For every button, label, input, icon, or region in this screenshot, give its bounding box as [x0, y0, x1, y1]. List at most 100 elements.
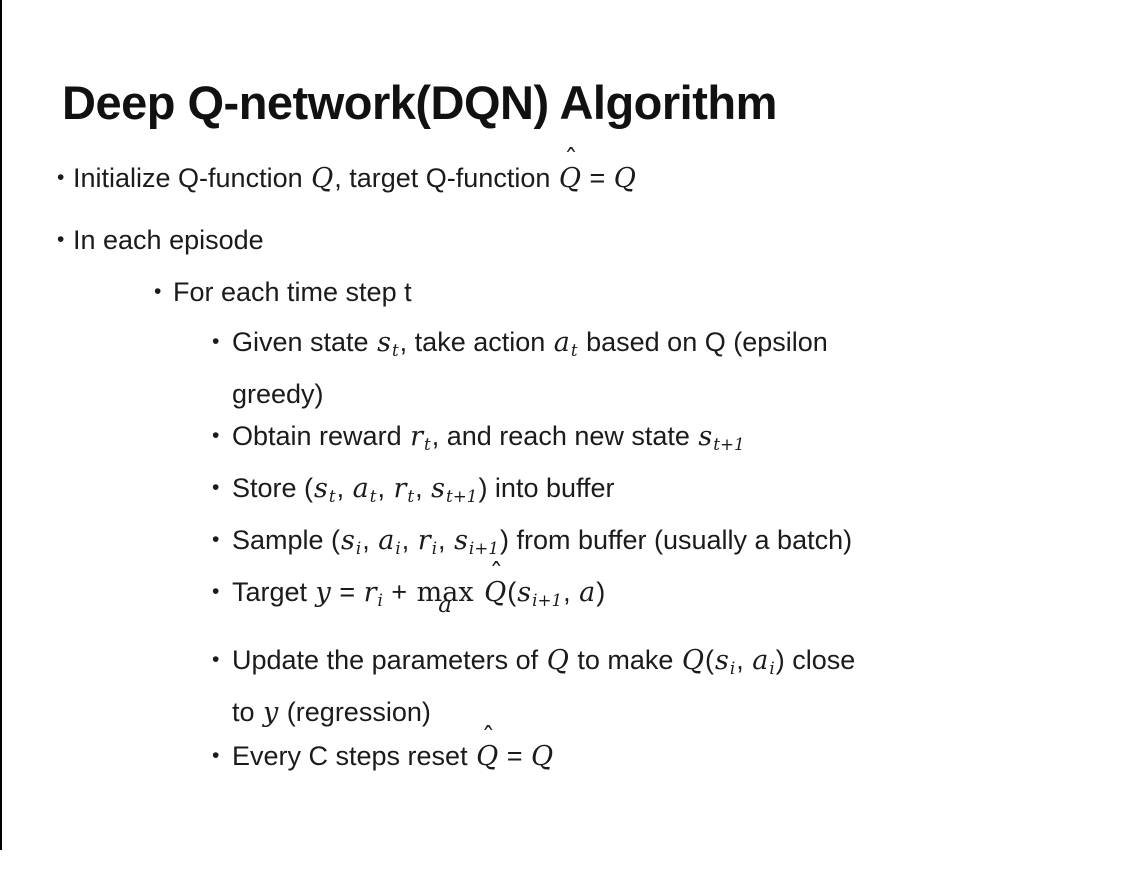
text-run: For each time step t — [173, 277, 412, 307]
math-var: a — [752, 645, 769, 676]
math-group: rt — [410, 421, 431, 454]
math-group: st — [314, 473, 336, 506]
math-group: y — [316, 577, 331, 608]
text-run: (regression) — [279, 696, 431, 727]
text-run: ( — [507, 577, 517, 607]
math-var: r — [363, 577, 377, 608]
text-run — [476, 577, 484, 607]
math-subscript: t — [570, 339, 578, 360]
math-group: ri — [363, 577, 383, 610]
math-operator: max — [416, 577, 474, 608]
math-subscript: i — [431, 537, 438, 558]
text-run: ) from buffer (usually a batch) — [499, 525, 853, 555]
text-run: , — [336, 473, 352, 503]
math-var: r — [417, 525, 431, 556]
math-group: ri — [417, 525, 438, 558]
bullet-glyph: • — [57, 166, 65, 189]
math-group: si+1 — [517, 577, 563, 610]
math-under-var: a — [438, 592, 452, 619]
bullet-glyph: • — [212, 476, 220, 499]
math-subscript: t+1 — [713, 433, 745, 454]
math-var: a — [378, 525, 395, 556]
bullet-text: Update the parameters of Q to make Q(si,… — [232, 638, 855, 735]
math-subscript: t — [391, 339, 399, 360]
math-group: ai — [752, 645, 774, 678]
bullet-item: • Sample (si, ai, ri, si+1) from buffer … — [212, 518, 852, 570]
text-run: Given state — [232, 327, 377, 357]
text-run: Sample ( — [232, 525, 341, 555]
bullet-text: Given state st, take action at based on … — [232, 320, 828, 416]
text-run: Update the parameters of — [232, 645, 546, 675]
math-var: Q — [476, 741, 499, 772]
text-run: based on Q (epsilon — [578, 327, 828, 357]
text-run: Target — [232, 577, 315, 607]
bullet-item: • Obtain reward rt, and reach new state … — [212, 414, 746, 466]
math-var: s — [698, 421, 713, 452]
math-group: Q — [614, 163, 636, 194]
math-group: si — [341, 525, 362, 558]
math-var: s — [454, 525, 468, 556]
math-var: Q — [484, 577, 507, 608]
math-var: Q — [558, 163, 581, 194]
bullet-item: • Update the parameters of Q to make Q(s… — [212, 638, 855, 735]
math-group: st+1 — [431, 473, 478, 506]
bullet-item: • Initialize Q-function Q, target Q-func… — [57, 147, 637, 201]
math-subscript: i — [355, 537, 362, 558]
math-var: Q — [311, 163, 334, 194]
math-subscript: i+1 — [532, 589, 563, 610]
math-var: r — [393, 473, 407, 504]
math-var: Q — [531, 741, 554, 772]
text-run: to make — [569, 645, 681, 675]
math-var: a — [579, 577, 596, 608]
math-group: st — [377, 327, 399, 360]
math-group: Q — [682, 645, 704, 676]
math-group: si — [715, 645, 736, 678]
text-run: , — [736, 645, 752, 675]
bullet-glyph: • — [212, 648, 220, 671]
text-run: , — [362, 525, 378, 555]
math-var: y — [263, 696, 279, 728]
text-run: , take action — [399, 327, 553, 357]
math-subscript: t+1 — [446, 485, 478, 506]
bullet-text: Initialize Q-function Q, target Q-functi… — [73, 147, 637, 201]
math-subscript: t — [369, 485, 377, 506]
math-var: a — [352, 473, 369, 504]
text-run: ) — [596, 577, 606, 607]
text-run: , — [438, 525, 454, 555]
text-run: , — [377, 473, 393, 503]
math-group: Q — [546, 645, 569, 676]
hat-accent: ˆ — [564, 144, 578, 176]
math-var: Q — [546, 645, 569, 676]
text-run: Every C steps reset — [232, 741, 476, 771]
bullet-text: Sample (si, ai, ri, si+1) from buffer (u… — [232, 518, 852, 570]
bullet-item: • Given state st, take action at based o… — [212, 320, 828, 416]
text-run: , — [563, 577, 579, 607]
text-run: greedy) — [232, 378, 324, 409]
text-run: ) close — [775, 645, 856, 675]
math-var: s — [341, 525, 355, 556]
text-run: = — [331, 577, 363, 607]
math-group: si+1 — [454, 525, 499, 558]
math-subscript: i — [729, 657, 736, 678]
bullet-glyph: • — [212, 580, 220, 603]
text-run: , target Q-function — [334, 163, 558, 193]
text-run: = — [582, 163, 613, 193]
math-group: Q — [311, 163, 334, 194]
math-group: rt — [393, 473, 415, 506]
math-subscript: i — [395, 537, 401, 558]
math-var: s — [517, 577, 532, 608]
math-var: a — [553, 327, 570, 358]
math-subscript: i+1 — [468, 537, 499, 558]
text-run: Obtain reward — [232, 421, 410, 451]
text-run: , — [401, 525, 417, 555]
text-run: ) into buffer — [478, 473, 615, 503]
math-var: s — [431, 473, 446, 504]
text-run: = — [499, 741, 531, 771]
